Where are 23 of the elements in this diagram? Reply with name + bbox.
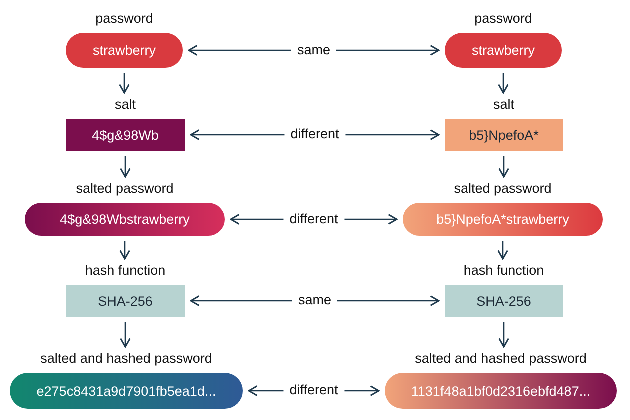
value-box: SHA-256 [66, 285, 185, 317]
value-pill: b5}NpefoA*strawberry [403, 203, 603, 236]
node-heading: salt [114, 96, 136, 114]
value-pill: strawberry [66, 33, 183, 68]
node-heading: salted and hashed password [415, 350, 587, 368]
node-heading: password [96, 10, 154, 28]
node-heading: salt [493, 96, 514, 114]
edge-label: different [284, 211, 344, 226]
node-heading: password [474, 10, 532, 28]
edge-label: different [284, 382, 344, 398]
value-box: 4$g&98Wb [66, 119, 185, 151]
value-box: SHA-256 [445, 285, 563, 317]
value-pill: 1131f48a1bf0d2316ebfd487... [385, 373, 617, 409]
value-pill: 4$g&98Wbstrawberry [25, 203, 225, 236]
edge-label: different [284, 126, 346, 142]
node-heading: hash function [85, 262, 166, 280]
node-heading: hash function [464, 262, 544, 280]
value-box: b5}NpefoA* [445, 119, 563, 151]
node-heading: salted and hashed password [40, 350, 212, 368]
node-heading: salted password [76, 180, 174, 198]
value-pill: strawberry [445, 33, 562, 68]
value-pill: e275c8431a9d7901fb5ea1d... [10, 373, 243, 409]
node-heading: salted password [454, 180, 552, 198]
